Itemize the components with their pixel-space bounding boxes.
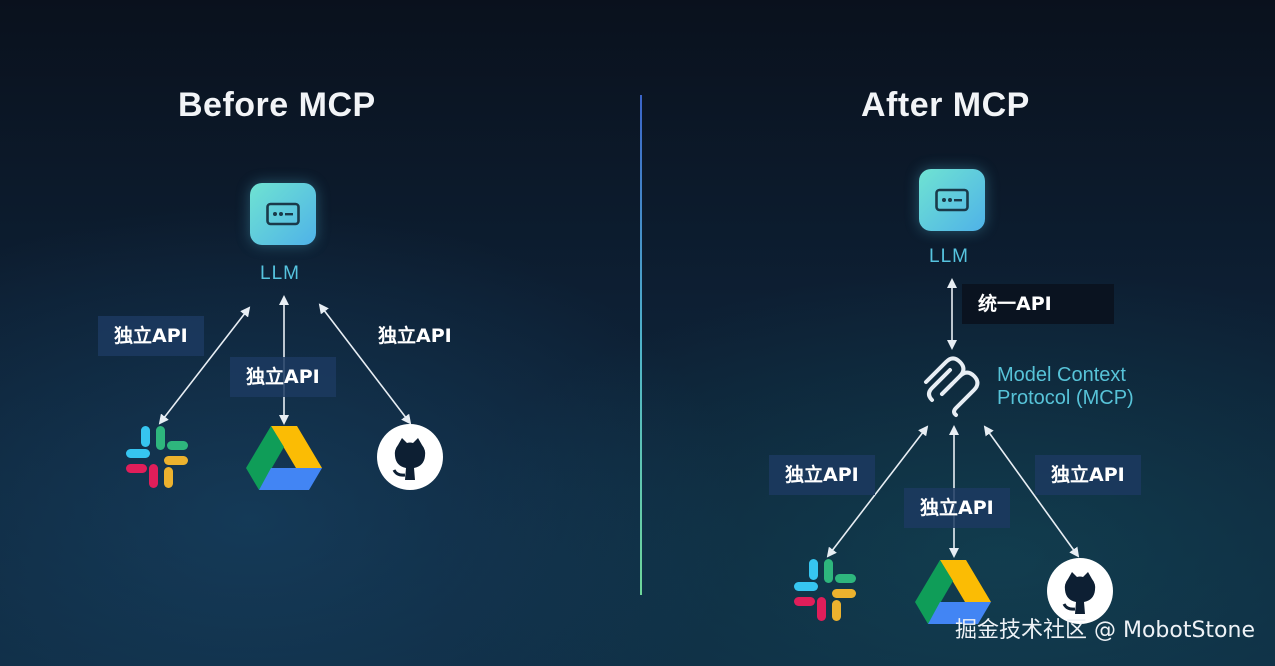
after-api-label-github: 独立API [1035,455,1141,495]
github-icon [377,424,443,490]
server-icon [266,202,300,226]
slack-icon [794,559,856,621]
after-api-label-slack: 独立API [769,455,875,495]
slack-icon [126,426,188,488]
mcp-label-line1: Model Context [997,364,1126,386]
before-api-label-github: 独立API [378,325,452,347]
unified-api-label: 统一API [962,284,1114,324]
before-llm-label: LLM [260,263,300,284]
before-api-label-drive: 独立API [230,357,336,397]
google-drive-icon [246,426,322,490]
arrow-before-github [318,303,412,425]
mcp-label-line2: Protocol (MCP) [997,387,1134,409]
before-llm-node [250,183,316,245]
before-api-label-slack: 独立API [98,316,204,356]
github-icon [1047,558,1113,624]
server-icon [935,188,969,212]
after-llm-node [919,169,985,231]
after-llm-label: LLM [929,246,969,267]
mcp-label: Model Context Protocol (MCP) [997,364,1134,410]
mcp-logo-icon [924,356,980,417]
arrow-before-slack [158,306,251,425]
section-divider [640,95,642,595]
arrow-after-github [983,425,1080,558]
watermark: 掘金技术社区 @ MobotStone [954,618,1255,643]
arrow-after-slack [826,425,929,558]
after-mcp-title: After MCP [861,86,1030,124]
before-mcp-title: Before MCP [178,86,376,124]
after-api-label-drive: 独立API [904,488,1010,528]
google-drive-icon [915,560,991,624]
